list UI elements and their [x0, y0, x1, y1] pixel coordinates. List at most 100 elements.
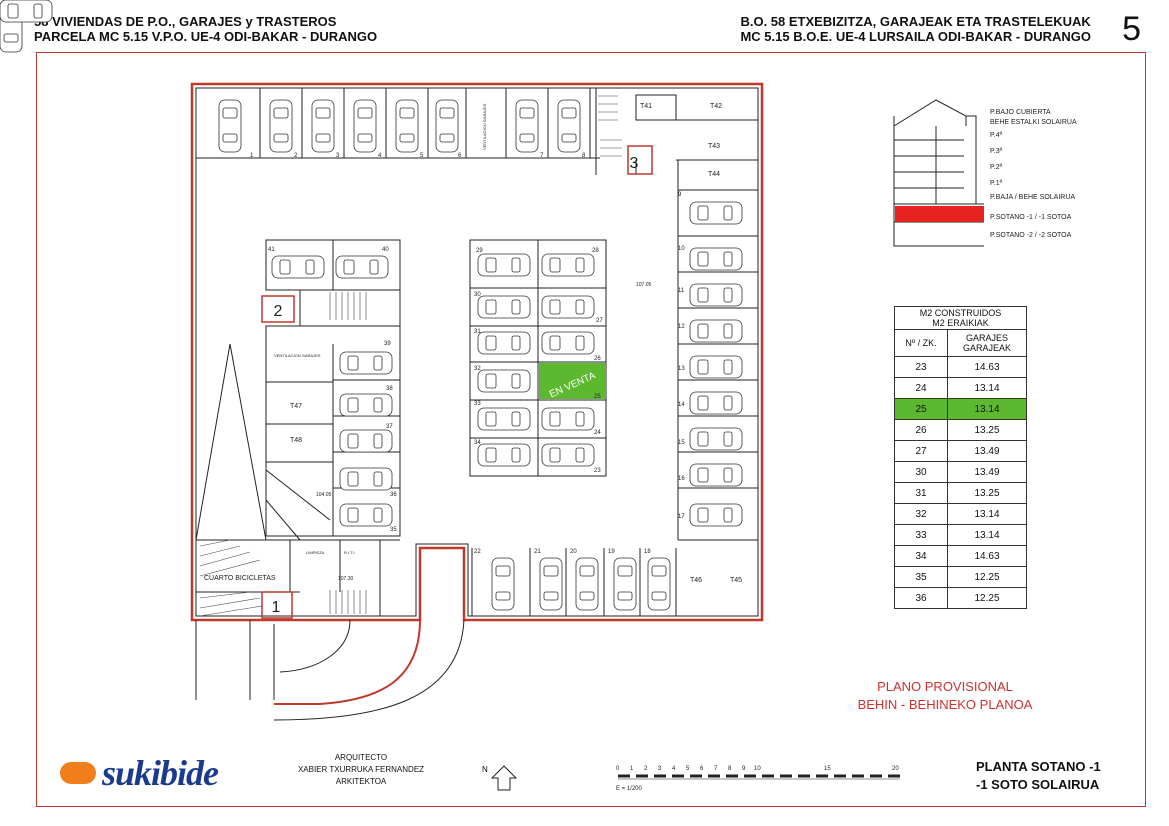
- spot-27: 27: [596, 318, 603, 324]
- spot-25: 25: [594, 394, 601, 400]
- spot-35: 35: [390, 527, 397, 533]
- architect-block: ARQUITECTO XABIER TXURRUKA FERNANDEZ ARK…: [297, 753, 425, 786]
- spot-36: 36: [390, 492, 397, 498]
- stair-3-label: 3: [630, 155, 639, 172]
- row-area: 13.14: [947, 524, 1027, 546]
- outer-wall: [190, 82, 764, 622]
- storage-t42: T42: [710, 103, 722, 110]
- spot-5: 5: [420, 153, 424, 159]
- spot-40: 40: [382, 247, 389, 253]
- spot-9: 9: [678, 192, 682, 198]
- row-area: 13.49: [947, 461, 1027, 483]
- spot-13: 13: [678, 366, 685, 372]
- spot-26: 26: [594, 356, 601, 362]
- row-number: 24: [894, 377, 948, 399]
- level-2: P.2ª: [990, 164, 1003, 171]
- spot-30: 30: [474, 292, 481, 298]
- spot-23: 23: [594, 468, 601, 474]
- storage-t44: T44: [708, 171, 720, 178]
- row-area: 13.14: [947, 377, 1027, 399]
- scale-9: 9: [742, 766, 746, 772]
- logo-mark-icon: [60, 761, 96, 784]
- spot-11: 11: [678, 288, 685, 294]
- row-area: 13.25: [947, 419, 1027, 441]
- row-number: 31: [894, 482, 948, 504]
- limpieza: LIMPIEZA: [306, 550, 325, 555]
- scale-10: 10: [754, 766, 761, 772]
- spot-16: 16: [678, 476, 685, 482]
- scale-ratio: E = 1/200: [616, 786, 643, 792]
- riti: R.I.T.I.: [344, 550, 356, 555]
- spot-24: 24: [594, 430, 601, 436]
- scale-7: 7: [714, 766, 718, 772]
- scale-2: 2: [644, 766, 648, 772]
- spot-18: 18: [644, 549, 651, 555]
- spot-39: 39: [384, 341, 391, 347]
- storage-t45: T45: [730, 577, 742, 584]
- spot-20: 20: [570, 549, 577, 555]
- spot-32: 32: [474, 366, 481, 372]
- current-level-highlight: [895, 206, 984, 222]
- row-area: 13.25: [947, 482, 1027, 504]
- scale-8: 8: [728, 766, 732, 772]
- row-number: 26: [894, 419, 948, 441]
- row-number: 30: [894, 461, 948, 483]
- header-right-line2: MC 5.15 B.O.E. UE-4 LURSAILA ODI-BAKAR -…: [740, 29, 1091, 44]
- row-area: 13.14: [947, 398, 1027, 420]
- row-number: 33: [894, 524, 948, 546]
- area-main: 107.05: [636, 282, 652, 288]
- area-ramp: 104.05: [316, 492, 332, 498]
- header-left: 58 VIVIENDAS DE P.O., GARAJES y TRASTERO…: [34, 14, 377, 44]
- scale-6: 6: [700, 766, 704, 772]
- row-number: 34: [894, 545, 948, 567]
- level-3: P.3ª: [990, 148, 1003, 155]
- row-number: 25: [894, 398, 948, 420]
- company-logo: sukibide: [60, 752, 219, 794]
- header-left-line2: PARCELA MC 5.15 V.P.O. UE-4 ODI-BAKAR - …: [34, 29, 378, 44]
- spot-4: 4: [378, 153, 382, 159]
- cuarto-bicicletas: CUARTO BICICLETAS: [204, 575, 276, 582]
- storage-t41: T41: [640, 103, 652, 110]
- level-4: P.4ª: [990, 132, 1003, 139]
- scale-bar: [618, 774, 900, 780]
- scale-3: 3: [658, 766, 662, 772]
- spot-22: 22: [474, 549, 481, 555]
- spot-25-for-sale: [539, 363, 605, 399]
- stair-1-label: 1: [272, 599, 281, 616]
- scale-4: 4: [672, 766, 676, 772]
- level-0: P.BAJA / BEHE SOLAIRUA: [990, 194, 1075, 201]
- col-number-header: Nº / ZK.: [894, 329, 948, 357]
- spot-19: 19: [608, 549, 615, 555]
- spot-6: 6: [458, 153, 462, 159]
- row-number: 35: [894, 566, 948, 588]
- spot-3: 3: [336, 153, 340, 159]
- row-area: 13.49: [947, 440, 1027, 462]
- level-m2: P.SOTANO -2 / -2 SOTOA: [990, 232, 1072, 239]
- row-number: 27: [894, 440, 948, 462]
- spot-2: 2: [294, 153, 298, 159]
- building-section: [893, 99, 984, 247]
- spot-15: 15: [678, 440, 685, 446]
- row-number: 36: [894, 587, 948, 609]
- area-bottom: 107.30: [338, 576, 354, 582]
- header-right: B.O. 58 ETXEBIZITZA, GARAJEAK ETA TRASTE…: [740, 14, 1091, 44]
- row-area: 12.25: [947, 566, 1027, 588]
- spot-31: 31: [474, 329, 481, 335]
- storage-t48: T48: [290, 437, 302, 444]
- scale-15: 15: [824, 766, 831, 772]
- drawing-frame: [36, 52, 1146, 807]
- storage-t47: T47: [290, 403, 302, 410]
- header-right-line1: B.O. 58 ETXEBIZITZA, GARAJEAK ETA TRASTE…: [740, 14, 1091, 29]
- row-area: 14.63: [947, 545, 1027, 567]
